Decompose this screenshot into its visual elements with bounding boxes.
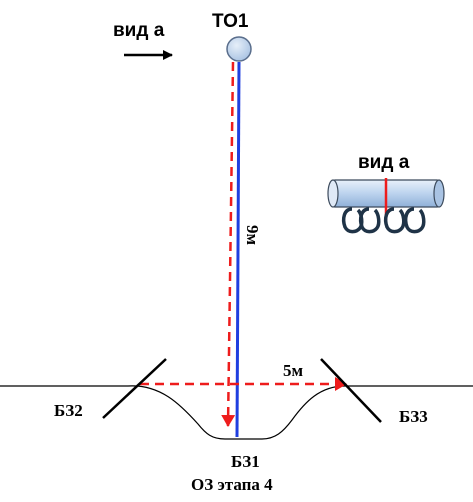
terrain-profile bbox=[0, 385, 473, 440]
span-length-label: 5м bbox=[283, 361, 304, 380]
diagram-caption: ОЗ этапа 4 bbox=[191, 475, 273, 494]
rope-length-label: 9м bbox=[243, 225, 262, 246]
main-rope-line bbox=[235, 61, 241, 438]
bottom-anchor-label: БЗ1 bbox=[231, 452, 260, 471]
view-arrow-label: вид а bbox=[113, 20, 165, 41]
carabiner-icon bbox=[383, 207, 406, 234]
dashed-vertical-arrow bbox=[221, 61, 236, 427]
carabiner-icon bbox=[358, 207, 381, 234]
top-anchor-label: ТО1 bbox=[212, 11, 249, 32]
carabiner-icon bbox=[403, 207, 426, 234]
inset-carabiners bbox=[341, 207, 426, 234]
left-anchor-stake bbox=[102, 358, 167, 419]
inset-title: вид а bbox=[358, 152, 410, 173]
right-anchor-stake bbox=[320, 358, 382, 423]
right-anchor-label: БЗ3 bbox=[399, 407, 428, 426]
top-anchor-point bbox=[226, 36, 252, 62]
left-anchor-label: БЗ2 bbox=[54, 401, 83, 420]
